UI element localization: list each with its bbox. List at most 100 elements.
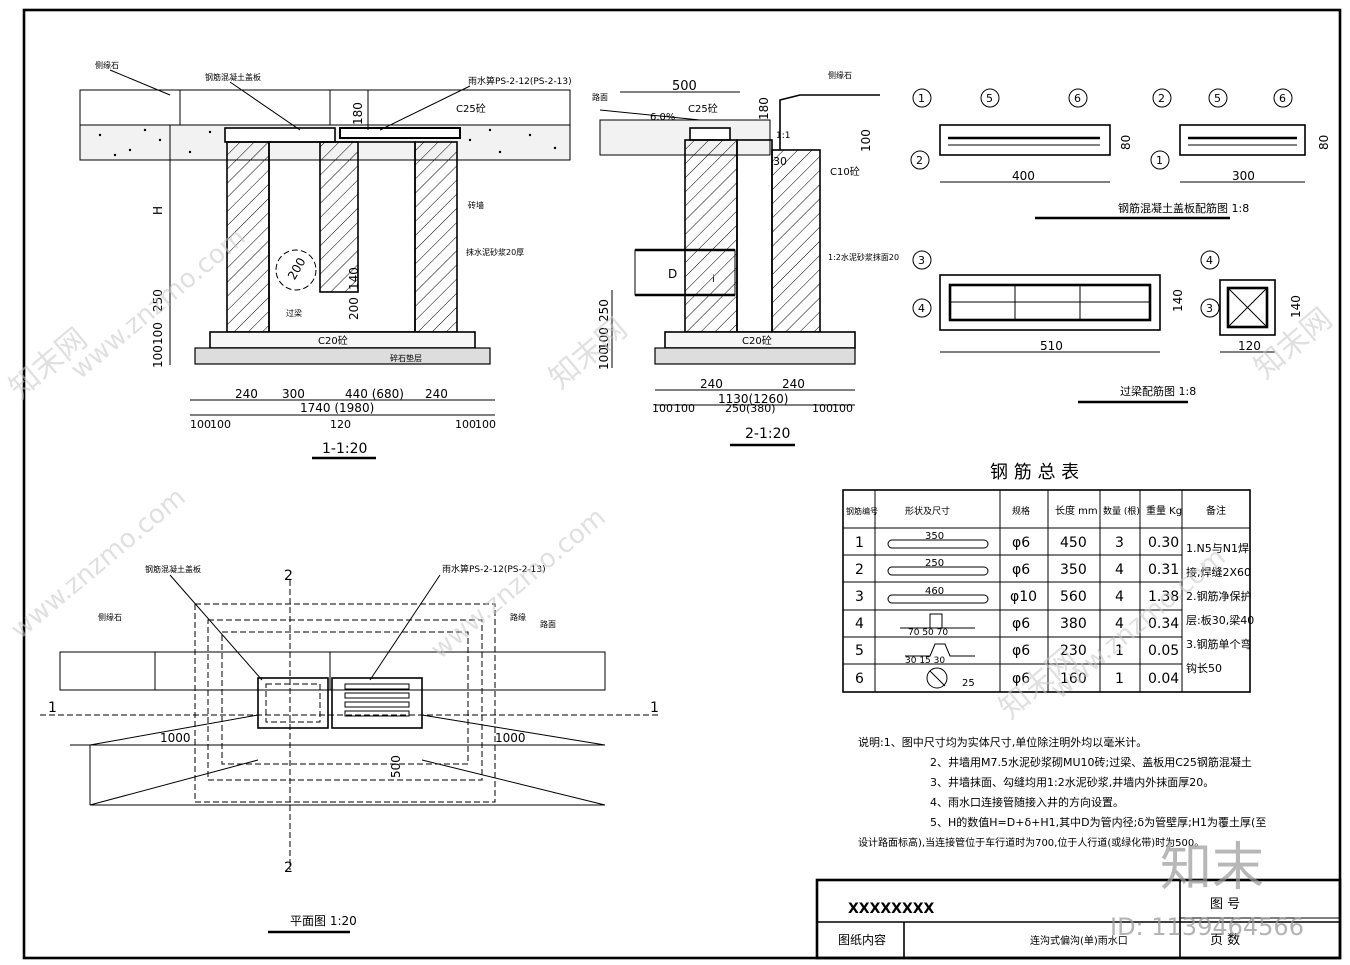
plan-cut-right: 1 (650, 700, 659, 716)
mark-a-2 (910, 150, 930, 170)
shape-label: 250 (925, 558, 944, 569)
label-cover: 钢筋混凝土盖板 (205, 72, 261, 82)
mark-b-5-text: 5 (1214, 92, 1221, 105)
beam-a-width: 510 (1040, 339, 1063, 353)
cell-spec: φ6 (1012, 671, 1030, 687)
s22-dim-100a: 100 (597, 327, 611, 350)
mark-beam-4 (912, 298, 932, 318)
table-row: 5 (855, 643, 864, 659)
plan-label-kerb: 侧缘石 (98, 612, 122, 622)
c20-label: C20砼 (318, 334, 348, 347)
table-row: 6 (855, 671, 864, 687)
label-brick: 砖墙 (468, 200, 484, 210)
plan-cut-left: 1 (48, 700, 57, 716)
watermark-site-3: www.znzmo.com (425, 502, 611, 665)
plan-label-cover: 钢筋混凝土盖板 (145, 564, 201, 574)
s22-chamber (736, 139, 773, 333)
dim-100a: 100 (151, 322, 165, 345)
cell-qty: 3 (1115, 535, 1124, 551)
label-beam: 过梁 (286, 308, 302, 318)
notes-block: 说明:1、图中尺寸均为实体尺寸,单位除注明外均以毫米计。 2、井墙用M7.5水泥… (858, 735, 1266, 849)
dim-200: 200 (347, 297, 361, 320)
shape-label: 30 15 30 (905, 656, 945, 666)
remark-line: 接,焊缝2X60 (1186, 565, 1251, 579)
dim-bottom-2: 440 (680) (345, 387, 404, 401)
watermark-brand-2: 知末网 (543, 311, 634, 396)
watermark-logo: 知末 (1160, 838, 1264, 898)
table-row: 4 (855, 616, 864, 632)
s22-plaster: 1:2水泥砂浆抹面20 (828, 252, 899, 262)
table-row: 2 (855, 562, 864, 578)
shape-label: 25 (962, 678, 975, 689)
cell-wt: 0.31 (1148, 562, 1179, 578)
dim-total: 1740 (1980) (300, 401, 374, 415)
s22-dim-180: 180 (757, 97, 771, 120)
rebar-table: 钢 筋 总 表 钢筋编号 形状及尺寸 规格 长度 mm 数量 (根) 重量 Kg… (842, 462, 1254, 693)
rebar-cover-detail: 1 5 6 2 400 80 2 5 6 1 300 80 钢筋混凝土盖板配筋图… (910, 88, 1331, 220)
dim-h: H (151, 206, 165, 215)
shape-label: 460 (925, 586, 944, 597)
cell-len: 450 (1060, 535, 1087, 551)
content-value: 连沟式偏沟(单)雨水口 (1030, 934, 1128, 947)
note-line: 3、井墙抹面、勾缝均用1:2水泥砂浆,井墙内外抹面厚20。 (930, 775, 1214, 789)
s22-dim-500: 500 (672, 79, 697, 94)
s22-d: D (668, 267, 677, 281)
mark-beam-b3-text: 3 (1206, 302, 1213, 315)
s22-c25: C25砼 (688, 102, 718, 115)
s22-grate (689, 127, 731, 141)
wall-right (414, 141, 458, 333)
label-plaster: 抹水泥砂浆20厚 (466, 247, 524, 257)
cell-qty: 1 (1115, 643, 1124, 659)
s22-c20-label: C20砼 (742, 334, 772, 347)
cell-len: 160 (1060, 671, 1087, 687)
note-line: 说明:1、图中尺寸均为实体尺寸,单位除注明外均以毫米计。 (858, 735, 1147, 749)
note-line: 设计路面标高),当连接管位于车行道时为700,位于人行道(或绿化带)时为500。 (858, 836, 1204, 849)
section-1-1: 200 C20砼 H 250 100 100 180 200 140 侧缘石 钢… (79, 60, 572, 460)
cell-qty: 4 (1115, 562, 1124, 578)
s22-dim-250: 250 (597, 299, 611, 322)
plan-dim-right: 1000 (495, 731, 526, 745)
s22-wall-right (771, 149, 821, 333)
cell-len: 350 (1060, 562, 1087, 578)
title-block: XXXXXXXX 图纸内容 连沟式偏沟(单)雨水口 图 号 页 数 (815, 878, 1342, 960)
dim-bottom-3: 240 (425, 387, 448, 401)
dim-250: 250 (151, 289, 165, 312)
s22-dim-30: 30 (773, 155, 787, 168)
grate (339, 127, 461, 139)
s22-kerb (779, 94, 880, 150)
road-layer (79, 89, 571, 126)
remark-line: 1.N5与N1焊 (1186, 541, 1249, 555)
remark-line: 3.钢筋单个弯 (1186, 637, 1252, 651)
gravel-bed (194, 347, 491, 365)
label-gravel: 碎石垫层 (390, 353, 422, 363)
s22-kerb-label: 侧缘石 (828, 70, 852, 80)
plan-cut-top: 2 (284, 568, 293, 584)
remark-line: 层:板30,梁40 (1186, 613, 1254, 627)
s22-dim-100b: 100 (597, 347, 611, 370)
note-line: 4、雨水口连接管随接入井的方向设置。 (930, 795, 1124, 809)
dim-sub-2: 120 (330, 418, 351, 431)
mark-beam-4-text: 4 (918, 302, 925, 315)
mark-beam-b4-text: 4 (1206, 254, 1213, 267)
th-remark: 备注 (1206, 504, 1226, 517)
plan-cut-bottom: 2 (284, 860, 293, 876)
label-kerb: 侧缘石 (95, 60, 119, 70)
cell-spec: φ6 (1012, 616, 1030, 632)
remark-line: 2.钢筋净保护 (1186, 589, 1252, 603)
section11-title: 1-1:20 (322, 441, 367, 457)
mark-a-2-text: 2 (916, 154, 923, 167)
s22-dim-total: 1130(1260) (718, 392, 788, 406)
shape-label: 350 (925, 531, 944, 542)
mark-b-1-text: 1 (1156, 154, 1163, 167)
drawing-no-label: 图 号 (1210, 897, 1240, 912)
note-line: 5、H的数值H=D+δ+H1,其中D为管内径;δ为管壁厚;H1为覆土厚(至 (930, 815, 1266, 829)
label-c25: C25砼 (456, 102, 486, 115)
beam-b-height: 140 (1289, 295, 1303, 318)
cover-b-outline (1179, 124, 1306, 156)
table-row: 1 (855, 535, 864, 551)
cover-a-height: 80 (1119, 135, 1133, 150)
rebar-beam-title: 过梁配筋图 1:8 (1120, 384, 1196, 398)
th-no: 钢筋编号 (846, 506, 878, 516)
s22-c10: C10砼 (830, 165, 860, 178)
project-name: XXXXXXXX (848, 901, 935, 917)
